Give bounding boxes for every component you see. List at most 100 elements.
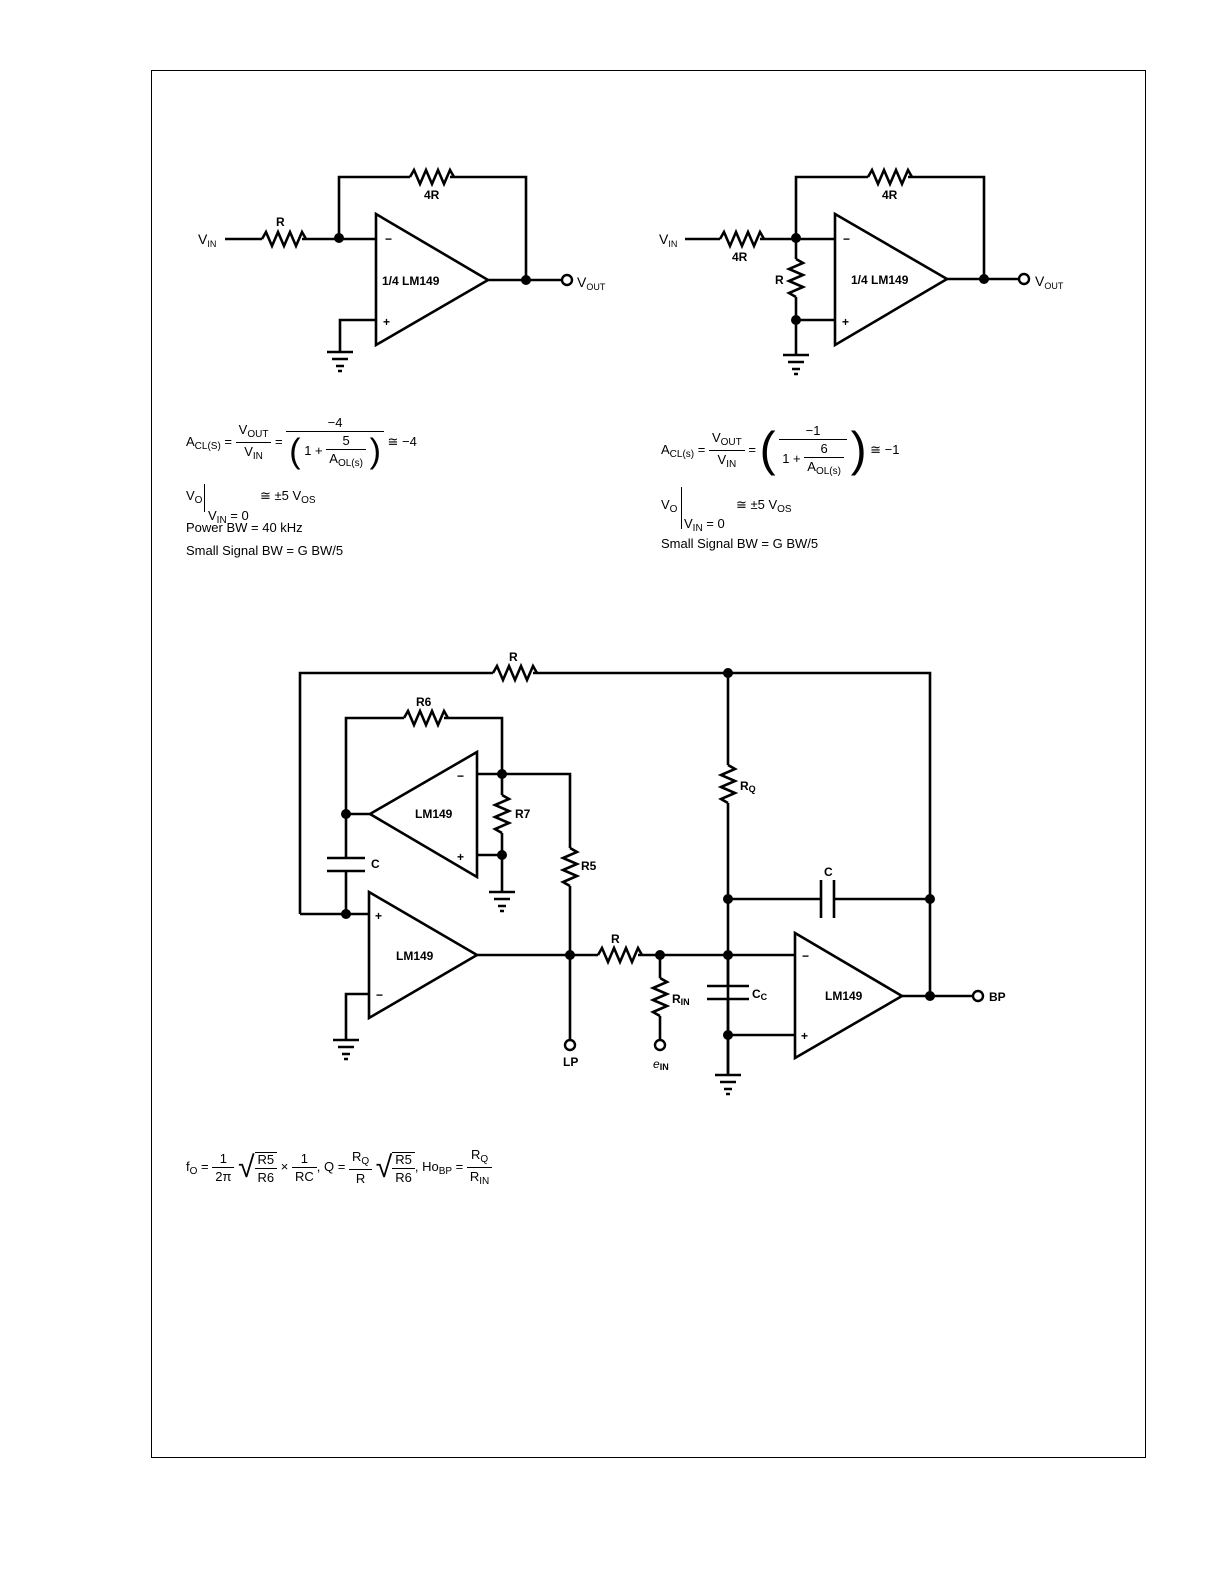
- resistor-r-mid: [596, 944, 644, 966]
- capacitor-c2: [819, 880, 836, 918]
- notes-2-small-bw: Small Signal BW = G BW/5: [661, 536, 819, 551]
- f3-eq: =: [201, 1158, 209, 1174]
- circuit-3-bandpass-filter: R R6 R7 R5 C C CC RQ R RIN LM149 LM149 L…: [298, 650, 1006, 1096]
- f2-den-den-sub: OL(s): [815, 466, 841, 477]
- plus-sign: +: [383, 315, 390, 329]
- opamp-a: [367, 749, 479, 880]
- bp-terminal: [971, 989, 985, 1003]
- f1-den-num: 5: [326, 434, 366, 450]
- notes-1-small-bw: Small Signal BW = G BW/5: [186, 543, 344, 558]
- f2-a: A: [661, 441, 670, 457]
- n1-cond-val: = 0: [230, 508, 249, 523]
- vout-label: VOUT: [577, 274, 606, 292]
- resistor-r-top-label: R: [509, 650, 518, 664]
- resistor-r5: [559, 846, 581, 888]
- f3-rq2: R: [471, 1147, 481, 1162]
- opamp-c-minus: −: [802, 949, 809, 963]
- opamp-1: [374, 211, 491, 348]
- f3-f: f: [186, 1158, 190, 1174]
- ein-terminal: [653, 1038, 667, 1052]
- resistor-r-shunt: [785, 257, 807, 299]
- f2-den-pre: 1 +: [782, 450, 801, 466]
- f1-fden-sub: IN: [252, 451, 263, 462]
- f2-eq: =: [697, 441, 706, 457]
- f2-a-sub: CL(s): [669, 448, 695, 460]
- resistor-r5-label: R5: [581, 859, 597, 873]
- capacitor-c2-label: C: [824, 865, 833, 879]
- notes-2-vo: VO ≅ ±5 VOS VIN = 0: [661, 487, 792, 534]
- n2-cond: V: [684, 516, 693, 531]
- f3-r5b: R5: [392, 1153, 415, 1169]
- f1-den-den: A: [329, 451, 338, 466]
- f1-fnum-sub: OUT: [247, 429, 269, 440]
- f3-r6b: R6: [395, 1169, 412, 1185]
- f3-r6: R6: [257, 1169, 275, 1185]
- capacitor-c1-label: C: [371, 857, 380, 871]
- page-frame: [151, 70, 1146, 1458]
- plus-sign-2: +: [842, 315, 849, 329]
- vout-terminal: [560, 273, 574, 287]
- f1-num: −4: [286, 416, 384, 432]
- resistor-4r-in-label: 4R: [732, 250, 748, 264]
- f1-a: A: [186, 433, 195, 449]
- resistor-4r-feedback: [408, 166, 456, 188]
- f1-fden: V: [244, 444, 253, 459]
- n2-vo: V: [661, 497, 670, 512]
- f3-ho-sub: BP: [438, 1165, 453, 1177]
- opamp-2-label: 1/4 LM149: [851, 273, 909, 287]
- n1-vo-sub: O: [194, 495, 203, 506]
- f2-den-num: 6: [804, 442, 844, 458]
- f3-rq-sub: Q: [361, 1156, 370, 1167]
- opamp-a-minus: −: [457, 769, 464, 783]
- f3-f-sub: O: [189, 1165, 198, 1177]
- n2-result-sub: OS: [777, 504, 792, 515]
- resistor-r-label: R: [276, 215, 285, 229]
- vout-label-2: VOUT: [1035, 273, 1064, 291]
- lp-terminal: [563, 1038, 577, 1052]
- resistor-rin: [649, 976, 671, 1018]
- resistor-r-shunt-label: R: [775, 273, 784, 287]
- opamp-2: [833, 211, 950, 348]
- f3-q: , Q =: [316, 1158, 346, 1174]
- resistor-r6: [402, 707, 450, 729]
- n2-cond-val: = 0: [706, 516, 725, 531]
- opamp-b-minus: −: [376, 988, 383, 1002]
- f2-num: −1: [779, 424, 847, 440]
- f1-fnum: V: [238, 422, 248, 437]
- f1-approx: ≅ −4: [387, 433, 417, 449]
- f2-fden: V: [717, 452, 727, 467]
- notes-1-vo: VO ≅ ±5 VOS VIN = 0: [186, 484, 316, 526]
- lp-label: LP: [563, 1055, 578, 1069]
- opamp-b-label: LM149: [396, 949, 434, 963]
- f2-den-den: A: [807, 459, 816, 474]
- n1-cond: V: [208, 508, 217, 523]
- resistor-rq: [717, 763, 739, 805]
- f2-eq2: =: [748, 441, 756, 457]
- f3-rq: R: [351, 1149, 362, 1164]
- n1-vo: V: [186, 488, 195, 503]
- resistor-4r-feedback-2: [866, 166, 914, 188]
- minus-sign: −: [385, 232, 392, 246]
- f2-fden-sub: IN: [726, 459, 737, 470]
- minus-sign-2: −: [843, 232, 850, 246]
- opamp-b: [367, 889, 480, 1021]
- circuit-2-inverting-amplifier: − + 1/4 LM149 4R 4R R VIN VOUT: [659, 166, 1064, 376]
- resistor-rq-label: RQ: [740, 779, 756, 794]
- f3-r5: R5: [254, 1153, 278, 1169]
- resistor-r-top: [491, 662, 539, 684]
- f3-times: ×: [280, 1158, 289, 1174]
- f1-eq: =: [224, 433, 233, 449]
- f2-fnum-sub: OUT: [720, 437, 742, 448]
- opamp-a-plus: +: [457, 850, 464, 864]
- opamp-a-label: LM149: [415, 807, 453, 821]
- f3-eq2: =: [455, 1158, 464, 1174]
- f2-fnum: V: [711, 430, 721, 445]
- ein-label: eIN: [653, 1057, 669, 1072]
- resistor-r-mid-label: R: [611, 932, 620, 946]
- f3-2pi: 2π: [215, 1169, 232, 1184]
- resistor-4r-fb-label: 4R: [882, 188, 898, 202]
- circuit-1-inverting-amplifier: − + 1/4 LM149 R 4R VIN VOUT: [198, 166, 606, 373]
